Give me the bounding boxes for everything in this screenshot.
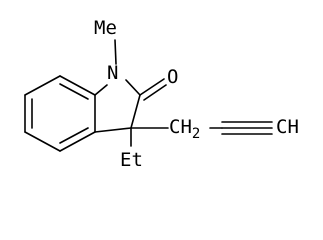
bond-c7a-n (94, 84, 108, 96)
alkyne-triple-bond (221, 121, 273, 135)
propargyl-ch2-label: CH2 (169, 116, 200, 142)
bond-benzene-double-1 (59, 83, 89, 100)
bond-benzene-6 (24, 75, 61, 96)
bond-co-1 (139, 78, 165, 96)
chemical-structure: Me N O Et CH2 CH (24, 17, 299, 171)
ch2-text: CH (169, 116, 192, 138)
methyl-label: Me (94, 17, 117, 39)
n-methyl-bond (114, 39, 117, 65)
ch2-subscript: 2 (192, 126, 200, 142)
benzene-ring (24, 75, 96, 152)
carbonyl-bond (139, 78, 167, 101)
bond-benzene-3 (59, 131, 96, 152)
bond-n-c2 (125, 79, 141, 96)
bond-c2-c3 (130, 94, 141, 129)
bond-benzene-1 (59, 75, 96, 96)
bond-n-me (114, 39, 117, 65)
oxygen-label: O (167, 66, 178, 88)
bond-benzene-4 (24, 131, 61, 152)
alkyne-ch-label: CH (276, 116, 299, 138)
bond-co-2 (143, 84, 167, 101)
bond-c3-c3a (94, 127, 132, 133)
ethyl-label: Et (120, 149, 143, 171)
bond-benzene-double-2 (59, 127, 89, 144)
lactam-ring (94, 79, 141, 133)
nitrogen-label: N (107, 62, 118, 84)
